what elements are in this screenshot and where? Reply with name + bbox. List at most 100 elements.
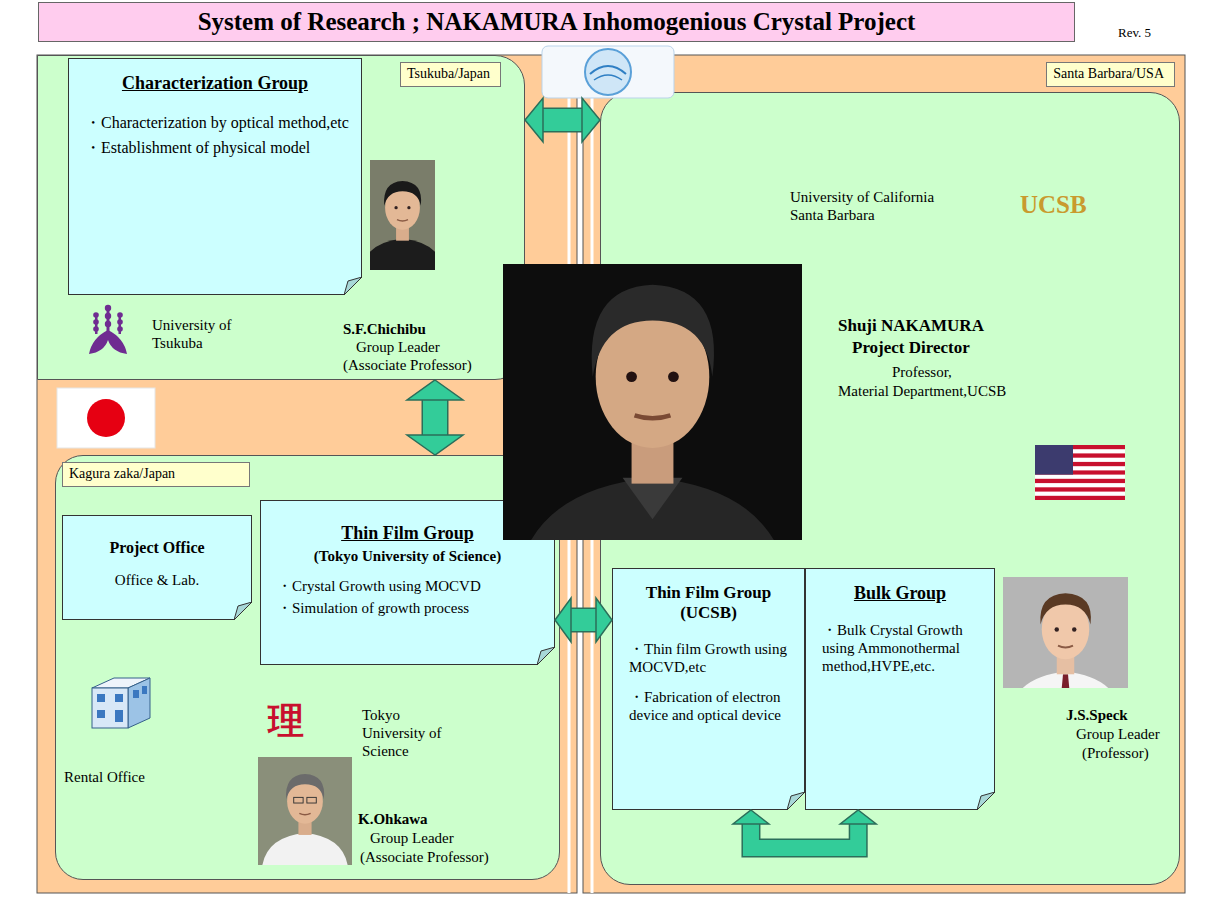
bullet-text: ・Establishment of physical model [79,138,351,157]
location-text: Santa Barbara/USA [1053,66,1164,83]
chichibu-photo [407,206,410,209]
bullet-text: ・Characterization by optical method,etc [79,113,351,132]
arrow-head [596,598,612,642]
location-tag: Tsukuba/Japan [400,62,501,87]
ohkawa-photo [262,833,348,869]
connector-body [571,609,596,631]
person-name: Shuji NAKAMURA [838,316,984,336]
rental-office-building [92,678,150,688]
us-flag [1035,483,1125,487]
tus-logo-mark: 理 [268,702,304,742]
arrow-head [555,598,571,642]
rental-office-building [97,694,105,702]
tsukuba-logo [105,305,111,311]
speck-photo [1061,674,1071,709]
person-name: S.F.Chichibu [343,320,426,338]
ohkawa-photo [249,752,362,874]
chichibu-photo [338,151,466,279]
tsukuba-logo [95,314,98,334]
connector-outline [543,108,582,133]
usa-panel [583,55,1185,893]
title-banner: System of Research ; NAKAMURA Inhomogeni… [38,2,1075,42]
project-logo [590,66,626,74]
rental-office-building [115,694,123,702]
person-role: Group Leader [356,338,440,356]
connector-body [423,400,447,435]
bullet-text: ・Thin film Growth using MOCVD,etc [623,640,794,676]
chichibu-photo [394,206,397,209]
note-fold [977,792,995,810]
chichibu-photo [338,151,466,279]
person-role: Material Department,UCSB [838,382,1006,400]
nakamura-photo [596,306,710,448]
arrow-head [840,810,876,824]
building-caption: Rental Office [64,768,145,786]
note-fold [787,792,805,810]
note-fold [537,647,555,665]
chichibu-photo [397,220,408,221]
nakamura-photo [632,430,674,483]
site-region: University of Tsukuba S.F.ChichibuGroup L… [37,55,525,380]
university-name: Tokyo University of Science [362,706,467,760]
tsukuba-logo [119,314,122,334]
ohkawa-photo [249,752,362,874]
project-logo [542,46,674,98]
us-flag [1035,466,1125,470]
person-role: Professor, [892,363,952,381]
connector-body [543,109,582,131]
office-box: Project OfficeOffice & Lab. [62,515,252,620]
site-region: University of California Santa BarbaraSh… [600,92,1180,885]
person-role: (Professor) [1082,744,1149,762]
arrow-head [407,435,463,455]
title-text: System of Research ; NAKAMURA Inhomogeni… [198,8,916,36]
connector-outline [422,400,449,435]
channel-stripe [591,92,594,893]
note-fold [787,792,805,810]
rental-office-building [92,688,128,728]
nakamura-photo [515,478,790,591]
rental-office-building [97,710,105,718]
connector-outline [571,608,596,633]
japan-flag [87,399,125,437]
note-fold [344,277,362,295]
double-arrow-connector [525,98,600,142]
tsukuba-logo [105,313,111,319]
bullet-text: ・Fabrication of electron device and opti… [623,688,794,724]
note-fold [234,602,252,620]
group-box: Thin Film Group(Tokyo University of Scie… [260,500,555,665]
person-role: (Associate Professor) [360,848,489,866]
chichibu-photo [385,186,420,230]
note-fold [977,792,995,810]
group-heading: Thin Film Group (UCSB) [623,583,794,624]
double-arrow-connector [555,598,612,642]
tsukuba-logo [117,326,123,332]
speck-photo [991,565,1141,727]
tsukuba-logo [89,305,127,354]
note-fold [234,602,252,620]
ucsb-logo-text: UCSB [1020,191,1087,219]
revision-label: Rev. 5 [1118,26,1151,40]
location-tag: Kagura zaka/Japan [62,462,250,487]
japan-flag [57,388,155,448]
university-name: University of Tsukuba [152,316,264,352]
person-role: (Associate Professor) [343,356,472,374]
ohkawa-photo [294,797,303,803]
group-heading: Characterization Group [79,73,351,95]
tsukuba-logo [105,321,111,327]
person-name: K.Ohkawa [358,810,428,828]
chichibu-photo [360,239,444,274]
ohkawa-photo [307,797,316,803]
group-box: Bulk Group・Bulk Crystal Growth using Amm… [805,568,995,810]
us-flag [1035,492,1125,496]
project-logo [594,75,622,80]
group-box: Thin Film Group (UCSB) ・Thin film Growth … [612,568,805,810]
us-flag [1035,475,1125,479]
person-role: Group Leader [1076,725,1160,743]
group-box: Characterization Group ・Characterization … [68,58,362,295]
bullet-text: ・Bulk Crystal Growth using Ammonothermal… [816,621,984,675]
japan-flag [57,388,155,448]
nakamura-photo [473,222,832,608]
